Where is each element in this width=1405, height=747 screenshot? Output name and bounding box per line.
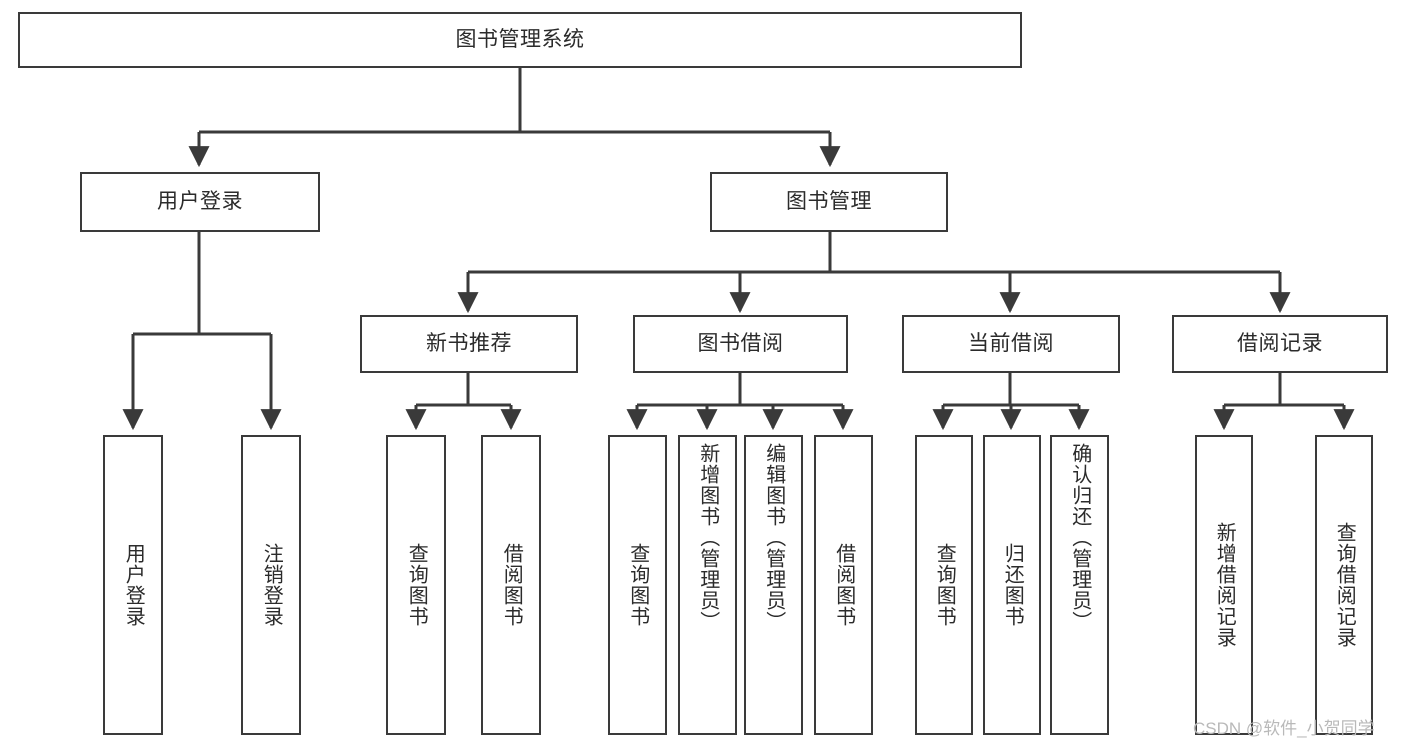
leaf-book-borrow-query-book[interactable]: 查询图书 bbox=[608, 435, 667, 735]
leaf-new-book-query-book[interactable]: 查询图书 bbox=[386, 435, 446, 735]
node-book-management[interactable]: 图书管理 bbox=[710, 172, 948, 232]
leaf-book-borrow-add-book-admin[interactable]: 新增图书（管理员） bbox=[678, 435, 737, 735]
csdn-watermark: CSDN @软件_小贺同学 bbox=[1193, 719, 1375, 738]
leaf-current-borrow-confirm-return-admin[interactable]: 确认归还（管理员） bbox=[1050, 435, 1109, 735]
node-new-book-recommend[interactable]: 新书推荐 bbox=[360, 315, 578, 373]
node-book-borrow[interactable]: 图书借阅 bbox=[633, 315, 848, 373]
leaf-book-borrow-edit-book-admin[interactable]: 编辑图书（管理员） bbox=[744, 435, 803, 735]
leaf-borrow-record-add-record[interactable]: 新增借阅记录 bbox=[1195, 435, 1253, 735]
node-root-book-management-system[interactable]: 图书管理系统 bbox=[18, 12, 1022, 68]
leaf-user-login-logout[interactable]: 注销登录 bbox=[241, 435, 301, 735]
leaf-current-borrow-query-book[interactable]: 查询图书 bbox=[915, 435, 973, 735]
leaf-book-borrow-borrow-book[interactable]: 借阅图书 bbox=[814, 435, 873, 735]
node-current-borrow[interactable]: 当前借阅 bbox=[902, 315, 1120, 373]
leaf-new-book-borrow-book[interactable]: 借阅图书 bbox=[481, 435, 541, 735]
leaf-borrow-record-query-record[interactable]: 查询借阅记录 bbox=[1315, 435, 1373, 735]
leaf-user-login-login[interactable]: 用户登录 bbox=[103, 435, 163, 735]
node-user-login[interactable]: 用户登录 bbox=[80, 172, 320, 232]
node-borrow-record[interactable]: 借阅记录 bbox=[1172, 315, 1388, 373]
leaf-current-borrow-return-book[interactable]: 归还图书 bbox=[983, 435, 1041, 735]
